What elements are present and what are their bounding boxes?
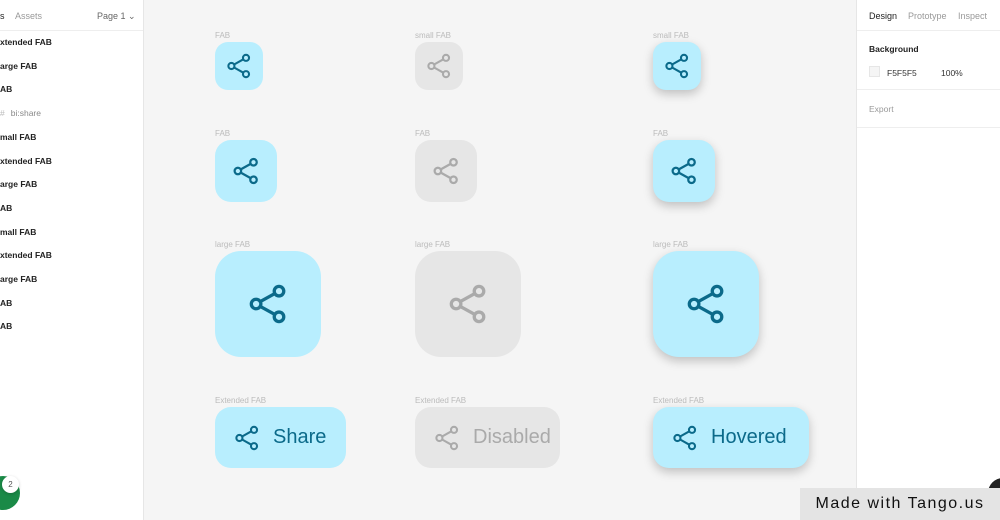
frame-label: Extended FAB [215,396,267,405]
page-label: Page 1 [97,11,126,21]
frame-label: large FAB [415,240,451,249]
frame-label: FAB [415,129,431,138]
share-icon [449,284,486,324]
small-fab-disabled[interactable] [415,42,463,90]
share-icon [435,425,459,450]
properties-panel: Design Prototype Inspect Background F5F5… [856,0,1000,520]
layer-label: xtended FAB [0,155,52,166]
large-fab-enabled[interactable] [215,251,321,357]
layer-item[interactable]: arge FAB [0,274,37,284]
fab-disabled[interactable] [415,140,477,202]
extended-fab-hovered[interactable]: Hovered [653,407,809,468]
share-icon [235,425,259,450]
layer-label: arge FAB [0,60,38,71]
layer-item[interactable]: arge FAB [0,179,37,189]
share-icon [433,157,458,185]
layer-label: AB [0,321,13,332]
layer-label: mall FAB [0,226,37,237]
color-hex[interactable]: F5F5F5 [887,68,917,78]
tab-assets[interactable]: Assets [15,11,43,21]
large-fab-hovered[interactable] [653,251,759,357]
layer-label: arge FAB [0,274,38,284]
layer-item[interactable]: AB [0,84,12,94]
share-icon [687,284,724,324]
share-icon [671,157,696,185]
layer-item[interactable]: # bi:share [0,108,41,118]
page-selector[interactable]: Page 1 ⌄ [97,11,136,21]
frame-icon: # [0,108,5,119]
layer-item[interactable]: xtended FAB [0,156,52,166]
layer-label: arge FAB [0,179,38,190]
layer-label: bi:share [10,108,41,119]
layer-item[interactable]: xtended FAB [0,250,52,260]
frame-label: FAB [653,129,669,138]
fab-hovered[interactable] [653,140,715,202]
layer-item[interactable]: mall FAB [0,227,36,237]
frame-label: FAB [215,31,231,40]
tab-layers[interactable]: s [0,11,5,21]
tab-prototype[interactable]: Prototype [908,11,947,21]
frame-label: Extended FAB [653,396,705,405]
layer-item[interactable]: AB [0,203,12,213]
fab-enabled[interactable] [215,140,277,202]
design-canvas[interactable]: FAB FAB large FAB Extended FAB Share smal… [144,0,856,520]
tango-watermark: Made with Tango.us [800,488,1000,520]
layer-item[interactable]: xtended FAB [0,37,52,47]
layer-label: AB [0,297,13,308]
extended-fab-disabled[interactable]: Disabled [415,407,560,468]
extended-fab-label: Share [273,426,327,448]
color-opacity[interactable]: 100% [941,68,963,78]
frame-label: large FAB [215,240,251,249]
frame-label: FAB [215,129,231,138]
layer-label: xtended FAB [0,37,52,47]
layer-label: mall FAB [0,131,37,142]
background-title: Background [869,44,919,54]
extended-fab-enabled[interactable]: Share [215,407,346,468]
layer-item[interactable]: AB [0,321,12,331]
share-icon [427,53,451,79]
share-icon [673,425,697,450]
extended-fab-label: Disabled [473,426,551,448]
frame-label: large FAB [653,240,689,249]
layer-label: AB [0,202,13,213]
color-swatch[interactable] [869,66,880,77]
frame-label: small FAB [653,31,690,40]
large-fab-disabled[interactable] [415,251,521,357]
layer-item[interactable]: arge FAB [0,61,37,71]
small-fab-enabled[interactable] [215,42,263,90]
notification-badge: 2 [2,476,19,493]
export-section[interactable]: Export [869,104,894,114]
layer-label: xtended FAB [0,250,52,261]
tab-design[interactable]: Design [869,11,898,21]
layers-panel: s Assets Page 1 ⌄ xtended FAB arge FAB AB #… [0,0,144,520]
left-tabs: s Assets Page 1 ⌄ [0,0,143,31]
layer-item[interactable]: mall FAB [0,132,36,142]
layer-label: AB [0,84,13,95]
frame-label: Extended FAB [415,396,467,405]
small-fab-hovered[interactable] [653,42,701,90]
share-icon [233,157,258,185]
share-icon [249,284,286,324]
extended-fab-label: Hovered [711,426,787,448]
tab-inspect[interactable]: Inspect [958,11,988,21]
share-icon [665,53,689,79]
layer-item[interactable]: AB [0,298,12,308]
share-icon [227,53,251,79]
frame-label: small FAB [415,31,452,40]
